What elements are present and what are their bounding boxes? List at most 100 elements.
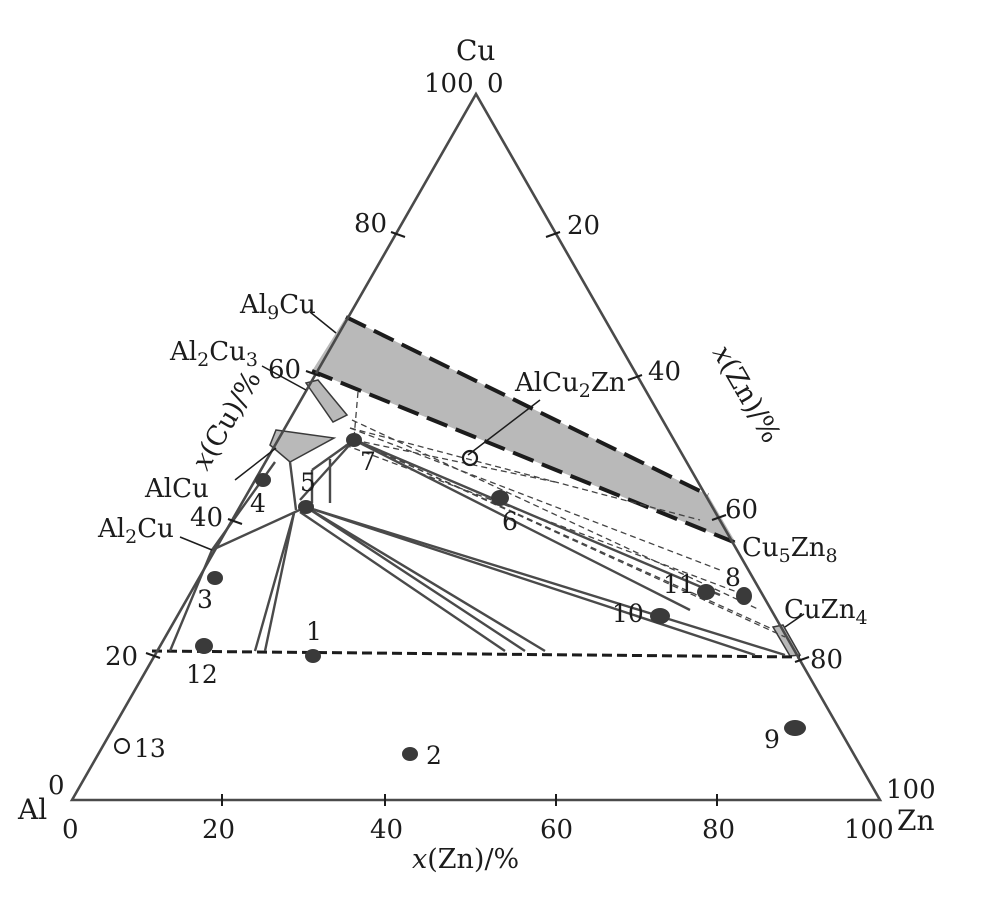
leader-line <box>179 536 213 551</box>
point-marker-11 <box>697 584 715 600</box>
vertex-label-al: Al <box>17 793 47 826</box>
tick-mark <box>305 370 321 377</box>
tie-line <box>349 427 701 521</box>
right-tick-100: 100 <box>886 775 936 805</box>
point-marker-6 <box>491 490 509 506</box>
point-label-9: 9 <box>764 725 780 754</box>
tick-mark <box>794 656 810 663</box>
boundary-line <box>263 512 296 652</box>
al2cu3-phase-field <box>304 379 349 423</box>
point-label-10: 10 <box>612 599 644 628</box>
right-tick-40: 40 <box>648 357 681 387</box>
point-marker-10 <box>650 608 670 624</box>
tick-mark <box>227 518 243 525</box>
point-marker-8 <box>736 587 752 605</box>
point-label-11: 11 <box>663 570 695 599</box>
tie-line <box>349 427 721 571</box>
leader-line <box>467 399 541 456</box>
point-label-3: 3 <box>197 585 213 614</box>
tick-mark <box>390 231 406 238</box>
left-tick-20: 20 <box>105 642 138 672</box>
tick-marks <box>145 231 810 806</box>
boundary-line <box>305 505 756 657</box>
left-tick-60: 60 <box>268 355 301 385</box>
boundary-line <box>305 505 786 657</box>
tie-line <box>353 439 786 638</box>
right-tick-0: 0 <box>487 69 504 99</box>
boundary-line <box>311 439 355 471</box>
boundary-line <box>299 439 355 501</box>
left-axis-title: x(Cu)/% <box>186 366 267 476</box>
bottom-tick-0: 0 <box>62 815 79 845</box>
shaded-phase-band <box>312 317 736 543</box>
left-tick-80: 80 <box>354 209 387 239</box>
phase-label-alcu: AlCu <box>144 474 209 504</box>
point-marker-13 <box>114 738 130 754</box>
bottom-tick-40: 40 <box>370 815 403 845</box>
point-label-7: 7 <box>360 447 376 476</box>
leader-line <box>234 447 277 481</box>
point-label-12: 12 <box>186 660 218 689</box>
phase-label-al9cu: Al9Cu <box>239 290 316 324</box>
boundary-line <box>288 461 298 511</box>
boundary-line <box>253 512 296 652</box>
vertex-label-cu: Cu <box>456 34 495 67</box>
right-tick-80: 80 <box>810 645 843 675</box>
point-label-5: 5 <box>300 468 316 497</box>
tie-line <box>353 391 359 439</box>
boundary-line <box>353 438 691 612</box>
band-upper-boundary <box>345 315 709 497</box>
phase-boundaries <box>168 438 786 657</box>
point-marker-5 <box>298 500 314 514</box>
leader-line <box>784 613 805 628</box>
right-axis-title: x(Zn)/% <box>706 340 786 448</box>
right-tick-60: 60 <box>725 495 758 525</box>
point-marker-9 <box>784 720 806 736</box>
left-tick-0: 0 <box>48 771 65 801</box>
bottom-tick-100: 100 <box>844 815 894 845</box>
point-label-13: 13 <box>134 734 166 763</box>
cu-20-isoline <box>151 649 801 659</box>
leader-line <box>261 365 307 391</box>
band-lower-boundary <box>311 369 737 545</box>
phase-label-al2cu3: Al2Cu3 <box>169 337 258 371</box>
tick-mark <box>711 514 727 521</box>
right-tick-20: 20 <box>567 211 600 241</box>
left-tick-100: 100 <box>424 69 474 99</box>
tie-line <box>353 439 556 483</box>
point-label-6: 6 <box>502 507 518 536</box>
phase-label-al2cu: Al2Cu <box>97 514 174 548</box>
boundary-line <box>299 511 506 652</box>
point-marker-12 <box>195 638 213 654</box>
phase-label-alcu2zn: AlCu2Zn <box>514 368 626 402</box>
point-marker-1 <box>305 649 321 663</box>
leader-lines <box>179 311 805 628</box>
point-label-8: 8 <box>725 563 741 592</box>
phase-label-cu5zn8: Cu5Zn8 <box>742 533 838 567</box>
alcu2zn-marker <box>461 449 479 467</box>
point-marker-3 <box>207 571 223 585</box>
tie-line <box>351 419 761 611</box>
phase-label-cuzn4: CuZn4 <box>784 595 868 629</box>
boundary-line <box>354 438 721 597</box>
point-marker-2 <box>402 747 418 761</box>
data-points <box>114 433 806 761</box>
point-label-1: 1 <box>306 617 322 646</box>
point-marker-4 <box>255 473 271 487</box>
vertex-label-zn: Zn <box>897 804 935 837</box>
bottom-tick-20: 20 <box>202 815 235 845</box>
tick-mark <box>627 374 643 381</box>
left-tick-40: 40 <box>190 503 223 533</box>
bottom-tick-60: 60 <box>540 815 573 845</box>
point-label-2: 2 <box>426 741 442 770</box>
ternary-triangle <box>69 91 883 802</box>
bottom-axis-title: x(Zn)/% <box>412 844 519 875</box>
boundary-line <box>305 505 526 653</box>
leader-line <box>309 311 337 334</box>
boundary-line <box>211 505 307 552</box>
tick-mark <box>145 652 161 659</box>
point-marker-7 <box>346 433 362 447</box>
tick-mark <box>545 231 561 238</box>
point-label-4: 4 <box>250 489 266 518</box>
